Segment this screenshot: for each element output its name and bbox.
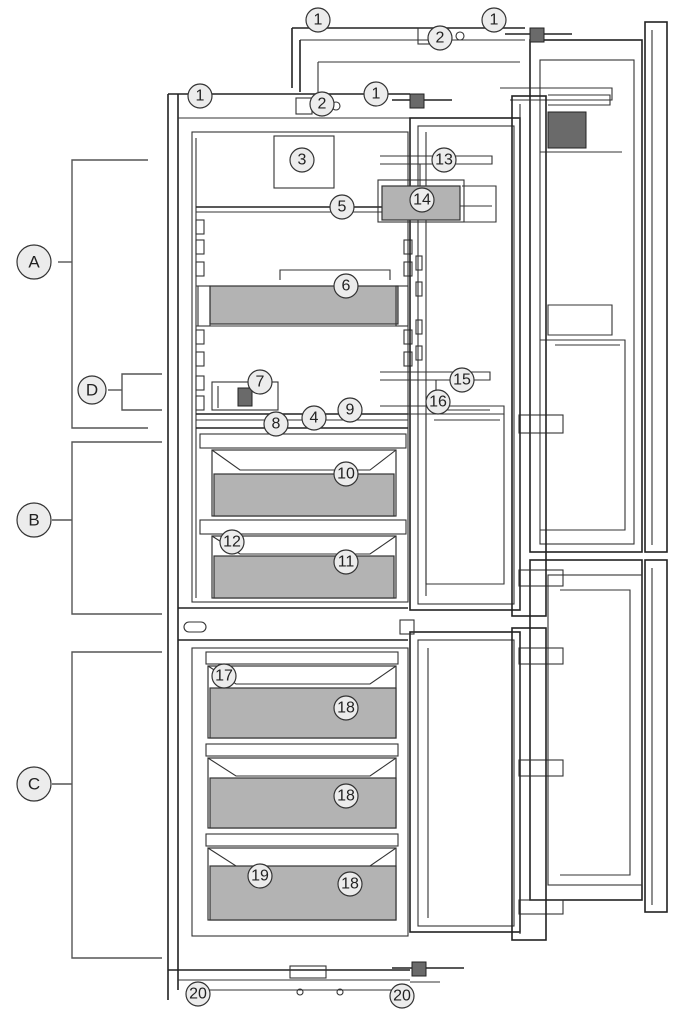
svg-text:16: 16 — [429, 394, 447, 411]
callout-20: 20 — [185, 981, 211, 1007]
svg-text:17: 17 — [215, 668, 233, 685]
callout-1: 1 — [481, 7, 507, 33]
svg-text:C: C — [28, 775, 40, 794]
svg-text:1: 1 — [196, 88, 205, 105]
svg-text:1: 1 — [314, 12, 323, 29]
svg-text:18: 18 — [341, 876, 359, 893]
svg-text:10: 10 — [337, 466, 355, 483]
shelf-rails-left — [195, 219, 205, 411]
callout-13: 13 — [431, 147, 457, 173]
svg-text:2: 2 — [436, 30, 445, 47]
rear-unit — [291, 21, 668, 915]
svg-text:1: 1 — [490, 12, 499, 29]
shelf-rails-right — [403, 239, 413, 367]
svg-text:18: 18 — [337, 700, 355, 717]
callout-16: 16 — [425, 389, 451, 415]
svg-text:20: 20 — [393, 988, 411, 1005]
svg-text:4: 4 — [310, 410, 319, 427]
callout-17: 17 — [211, 663, 237, 689]
svg-text:13: 13 — [435, 152, 453, 169]
svg-text:11: 11 — [338, 554, 355, 571]
callout-2: 2 — [427, 25, 453, 51]
callout-1: 1 — [187, 83, 213, 109]
zone-label-b: B — [16, 502, 52, 538]
callout-18: 18 — [333, 695, 359, 721]
zone-brackets — [52, 159, 162, 959]
callout-18: 18 — [337, 871, 363, 897]
svg-text:15: 15 — [453, 372, 471, 389]
callout-11: 11 — [333, 549, 359, 575]
svg-text:1: 1 — [372, 86, 381, 103]
callout-12: 12 — [219, 529, 245, 555]
zone-label-d: D — [77, 375, 107, 405]
svg-text:20: 20 — [189, 986, 207, 1003]
svg-text:12: 12 — [223, 534, 241, 551]
svg-text:8: 8 — [272, 416, 281, 433]
callout-19: 19 — [247, 863, 273, 889]
svg-text:D: D — [86, 381, 98, 400]
callout-4: 4 — [301, 405, 327, 431]
callout-20: 20 — [389, 983, 415, 1009]
svg-text:18: 18 — [337, 788, 355, 805]
callout-10: 10 — [333, 461, 359, 487]
svg-text:19: 19 — [251, 868, 269, 885]
callout-7: 7 — [247, 369, 273, 395]
callout-2: 2 — [309, 91, 335, 117]
zone-label-c: C — [16, 766, 52, 802]
callout-6: 6 — [333, 273, 359, 299]
callout-5: 5 — [329, 194, 355, 220]
svg-text:14: 14 — [413, 192, 431, 209]
svg-text:9: 9 — [346, 402, 355, 419]
svg-text:2: 2 — [318, 96, 327, 113]
callout-1: 1 — [363, 81, 389, 107]
svg-text:B: B — [28, 511, 39, 530]
callout-8: 8 — [263, 411, 289, 437]
zone-label-a: A — [16, 244, 52, 280]
callout-1: 1 — [305, 7, 331, 33]
svg-text:6: 6 — [342, 278, 351, 295]
callout-14: 14 — [409, 187, 435, 213]
callout-15: 15 — [449, 367, 475, 393]
svg-text:7: 7 — [256, 374, 265, 391]
callout-3: 3 — [289, 147, 315, 173]
callout-9: 9 — [337, 397, 363, 423]
front-unit — [167, 93, 547, 1000]
callout-18: 18 — [333, 783, 359, 809]
callouts: 1 1 2 1 2 1 3 13 14 5 6 7 15 16 9 4 8 10… — [185, 7, 507, 1009]
svg-text:5: 5 — [338, 199, 347, 216]
svg-text:3: 3 — [298, 152, 307, 169]
svg-text:A: A — [28, 253, 40, 272]
